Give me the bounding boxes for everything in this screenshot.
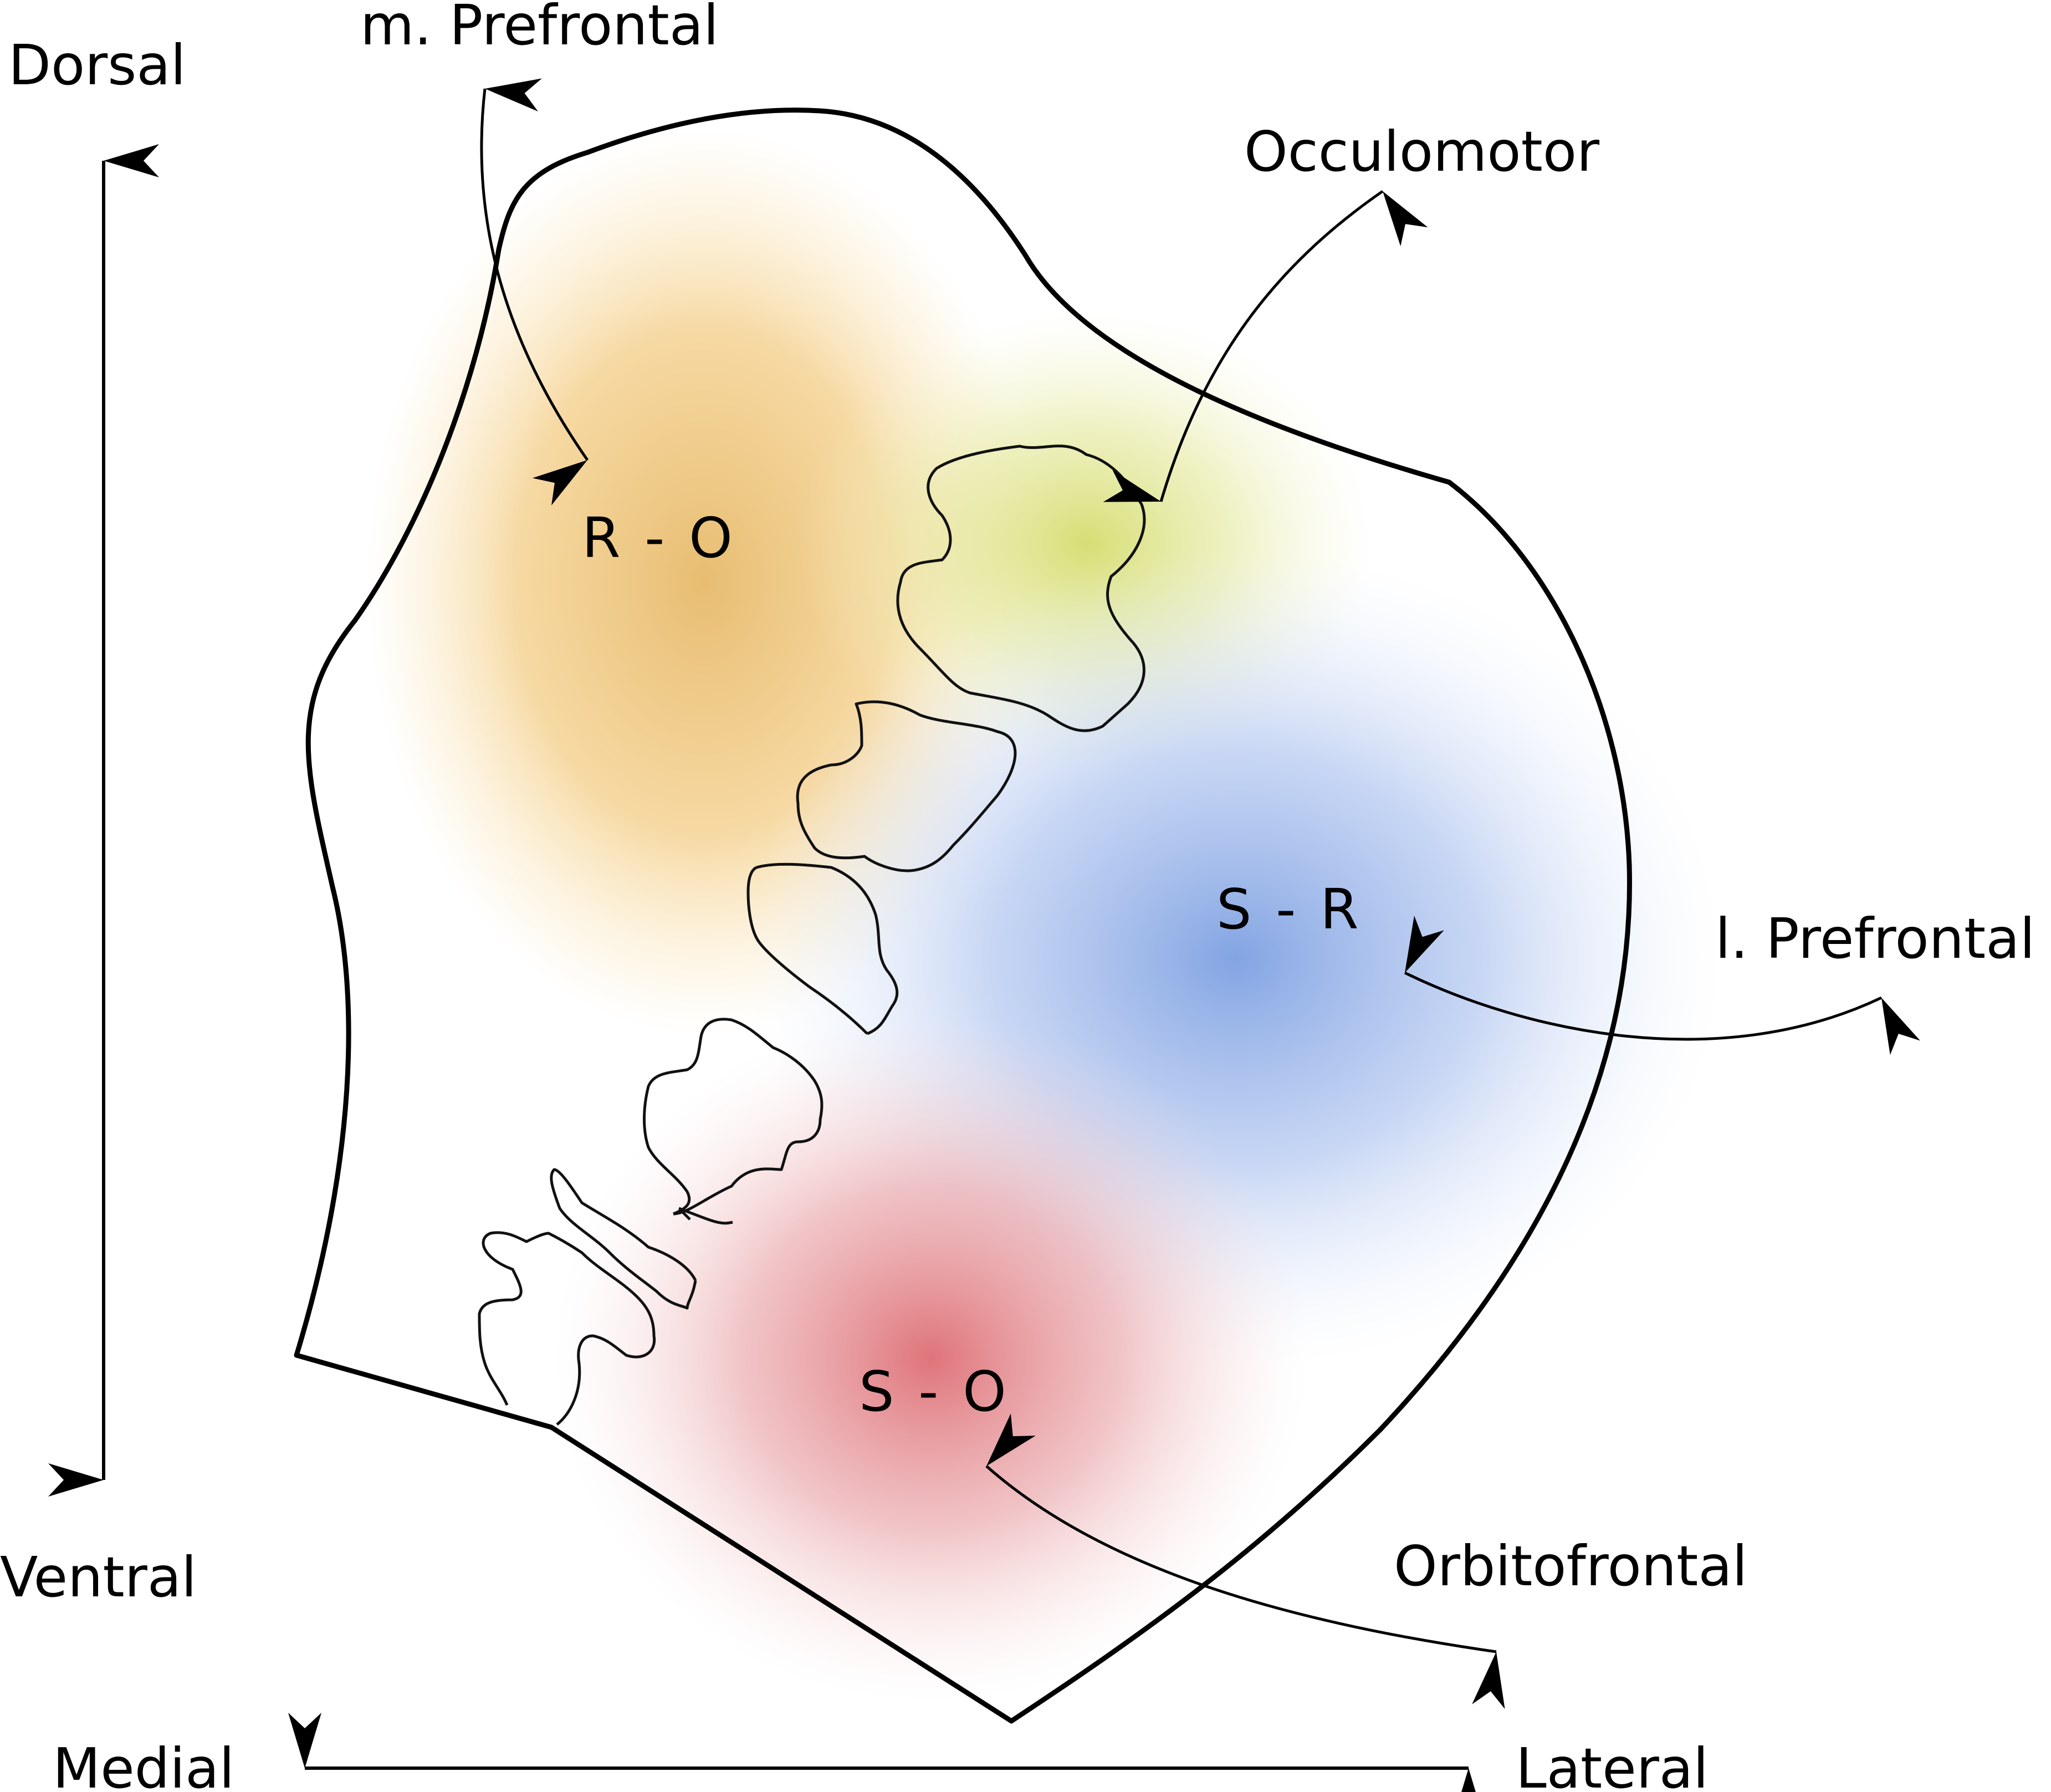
so-label: S - O — [859, 1359, 1010, 1424]
ro-label: R - O — [582, 506, 736, 570]
fold-4 — [643, 1018, 824, 1216]
fold-5 — [678, 1207, 733, 1225]
dorsal-label: Dorsal — [8, 33, 186, 98]
so-region — [554, 1014, 1308, 1702]
fold-2 — [796, 700, 1017, 872]
region-blobs — [366, 127, 1723, 1702]
fold-3 — [746, 862, 899, 1035]
region-labels: R - O S - R S - O — [582, 506, 1362, 1424]
fold-1 — [896, 445, 1146, 732]
connection-labels: m. Prefrontal Occulomotor l. Prefrontal … — [360, 0, 2035, 1599]
l-prefrontal-label: l. Prefrontal — [1715, 906, 2035, 971]
lateral-label: Lateral — [1516, 1736, 1709, 1792]
m-prefrontal-arrow — [480, 78, 589, 506]
fold-7 — [478, 1231, 656, 1426]
occulomotor-label: Occulomotor — [1244, 119, 1600, 184]
sr-label: S - R — [1216, 877, 1362, 942]
medial-label: Medial — [53, 1736, 234, 1792]
l-prefrontal-arrow — [1404, 915, 1920, 1055]
fold-6 — [550, 1168, 697, 1310]
occulomotor-arrow — [1103, 190, 1428, 502]
ventral-label: Ventral — [0, 1545, 197, 1610]
orbitofrontal-arrow — [985, 1413, 1505, 1709]
orientation-axes: Dorsal Ventral Medial Lateral — [0, 33, 1709, 1792]
connection-arrows — [480, 78, 1920, 1709]
orbitofrontal-label: Orbitofrontal — [1394, 1534, 1747, 1599]
m-prefrontal-label: m. Prefrontal — [360, 0, 719, 58]
section-outline — [294, 108, 1632, 1724]
sulcal-folds — [478, 445, 1146, 1426]
